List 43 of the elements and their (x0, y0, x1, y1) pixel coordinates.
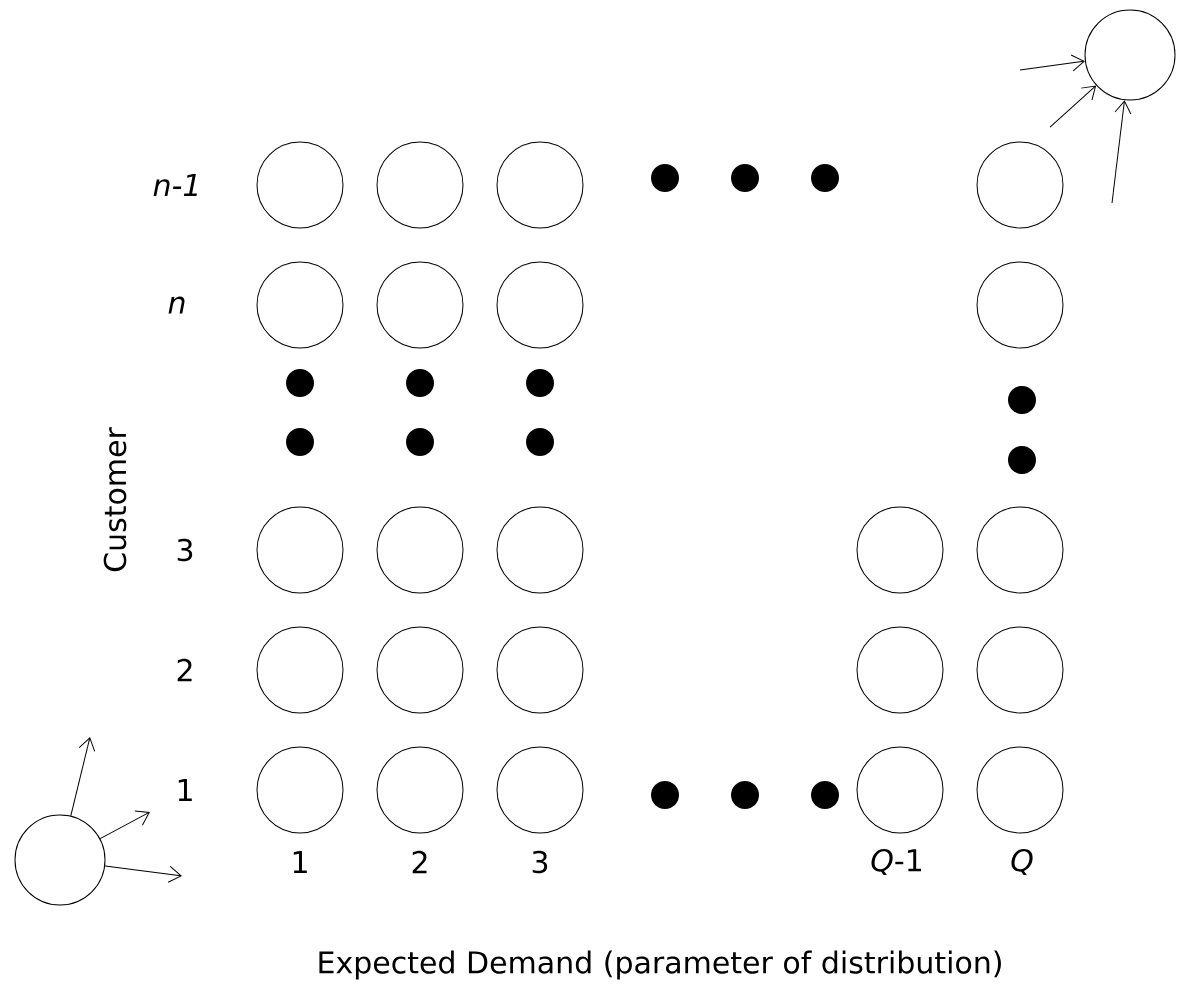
circle-node (256, 506, 344, 594)
axis-label: Expected Demand (parameter of distribution) (319, 950, 1001, 980)
circle-node (976, 626, 1064, 714)
circle-node (976, 746, 1064, 834)
circle-node (496, 261, 584, 349)
circle-node (256, 261, 344, 349)
circle-node (496, 506, 584, 594)
axis-label: Q-1 (871, 848, 921, 876)
circle-node (976, 261, 1064, 349)
arrow (70, 737, 96, 817)
axis-label: n-1 (153, 174, 197, 196)
axis-label: 3 (532, 850, 548, 874)
circle-node (496, 141, 584, 229)
circle-node (376, 626, 464, 714)
circle-node (376, 141, 464, 229)
axis-label: Customer (103, 427, 127, 572)
circle-node (256, 626, 344, 714)
circle-node (856, 506, 944, 594)
circle-node (856, 746, 944, 834)
arrow (1049, 85, 1096, 128)
circle-node (376, 746, 464, 834)
arrow (1019, 54, 1085, 72)
arrow (1111, 100, 1132, 204)
axis-label: n (168, 296, 185, 314)
axis-label: 3 (177, 538, 193, 562)
axis-label: 1 (178, 779, 192, 801)
circle-node (976, 506, 1064, 594)
arrow (104, 865, 182, 883)
axis-label: Q (1011, 848, 1033, 876)
circle-node (14, 814, 106, 906)
circle-node (496, 746, 584, 834)
circle-node (976, 141, 1064, 229)
circle-node (256, 746, 344, 834)
circle-node (376, 261, 464, 349)
circle-node (256, 141, 344, 229)
circle-node (376, 506, 464, 594)
axis-label: 2 (412, 850, 427, 874)
circle-node (856, 626, 944, 714)
axis-label: 1 (293, 851, 307, 873)
circle-node (1084, 9, 1176, 101)
arrow (99, 810, 150, 840)
circle-node (496, 626, 584, 714)
axis-label: 2 (177, 658, 192, 682)
